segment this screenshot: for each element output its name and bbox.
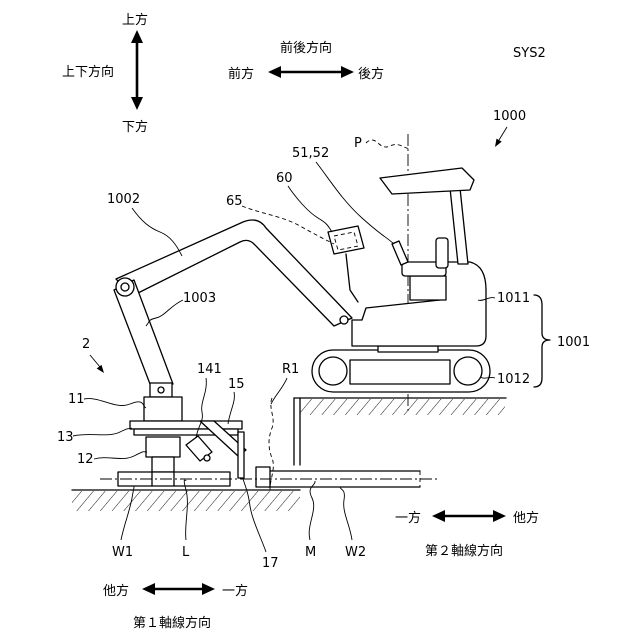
display-unit — [328, 226, 364, 254]
m-label: M — [305, 545, 316, 560]
ground-upper-hatch — [300, 399, 505, 415]
boom — [116, 220, 352, 326]
back-label: 後方 — [358, 66, 384, 82]
part-17-plate — [238, 432, 244, 478]
second-axis-one-side-label: 一方 — [395, 510, 421, 526]
part-11-box — [144, 397, 182, 421]
part-17-label: 17 — [262, 556, 279, 571]
arm-leader — [146, 300, 183, 326]
w1-label: W1 — [112, 545, 133, 560]
front-back-direction-label: 前後方向 — [280, 40, 332, 56]
part-12-lower — [152, 457, 174, 472]
second-axis-other-side-label: 他方 — [513, 510, 539, 526]
ground-upper-right — [294, 398, 506, 465]
canopy-roof — [380, 168, 474, 194]
display-stalk — [346, 254, 358, 302]
second-axis-arrow-right-head — [493, 510, 506, 522]
device-label: 2 — [82, 337, 90, 352]
track-label: 1012 — [497, 372, 530, 387]
vertical-direction-label: 上下方向 — [62, 64, 114, 80]
part-13-plate — [130, 421, 242, 429]
up-label: 上方 — [122, 12, 148, 28]
second-axis-arrow-left-head — [432, 510, 445, 522]
work-machine-label: 1000 — [493, 109, 526, 124]
operation-lever — [392, 241, 408, 265]
part-11-leader — [84, 399, 146, 408]
m-leader — [309, 481, 315, 540]
seat-base — [410, 276, 446, 300]
arm-label: 1003 — [183, 291, 216, 306]
part-141-nozzle — [204, 455, 210, 461]
second-axis-direction-indicator: 一方 他方 第２軸線方向 — [395, 510, 539, 559]
second-axis-direction-label: 第２軸線方向 — [425, 543, 503, 559]
down-label: 下方 — [122, 119, 148, 135]
crawler-track — [312, 350, 490, 392]
seat-backrest — [436, 238, 448, 268]
track-rear-sprocket — [454, 357, 482, 385]
first-axis-direction-label: 第１軸線方向 — [133, 615, 211, 631]
r1-label: R1 — [282, 362, 299, 377]
track-front-idler — [319, 357, 347, 385]
machine-body-label: 1001 — [557, 335, 590, 350]
work-machine-arrow-head — [495, 139, 502, 147]
part-15-leader — [228, 392, 234, 424]
part-12-box — [146, 437, 180, 457]
first-axis-one-side-label: 一方 — [222, 583, 248, 599]
work-machine-arrow-shaft — [499, 127, 507, 140]
excavator — [100, 168, 490, 490]
part-15-label: 15 — [228, 377, 245, 392]
arrow-down-head — [131, 97, 143, 110]
arm-knuckle-pin — [121, 283, 129, 291]
arrow-up-head — [131, 30, 143, 43]
pipe-coupling — [256, 467, 270, 487]
boom-leader — [132, 208, 182, 256]
part-12-leader — [94, 452, 147, 459]
boom-label: 1002 — [107, 192, 140, 207]
part-141-label: 141 — [197, 362, 222, 377]
attachment-bracket-pin — [158, 387, 164, 393]
display-leader — [288, 186, 332, 232]
device-arrow-head — [97, 365, 104, 373]
system-label: SYS2 — [513, 46, 546, 61]
first-axis-other-side-label: 他方 — [103, 583, 129, 599]
part-11-label: 11 — [68, 392, 85, 407]
first-axis-arrow-left-head — [142, 583, 155, 595]
ground-lower-hatch — [72, 491, 300, 511]
operation-levers-label: 51,52 — [292, 146, 329, 161]
first-axis-direction-indicator: 他方 一方 第１軸線方向 — [103, 583, 248, 631]
w2-leader — [340, 487, 352, 540]
attachment-device — [130, 383, 246, 478]
device-arrow-shaft — [90, 355, 100, 367]
machine-body-brace — [534, 295, 550, 387]
display-label: 60 — [276, 171, 293, 186]
r1-leader — [271, 378, 287, 404]
vertical-direction-indicator: 上方 上下方向 下方 — [62, 12, 148, 135]
link-65-label: 65 — [226, 194, 243, 209]
ground-lower-left — [72, 490, 300, 511]
l-label: L — [182, 545, 190, 560]
front-back-direction-indicator: 前後方向 前方 後方 — [228, 40, 384, 82]
p-label: P — [354, 136, 362, 151]
front-label: 前方 — [228, 66, 254, 82]
part-13-label: 13 — [57, 430, 74, 445]
w2-label: W2 — [345, 545, 366, 560]
canopy-pillar — [450, 188, 468, 264]
upper-body-label: 1011 — [497, 291, 530, 306]
part-13-leader — [73, 428, 132, 436]
boom-pivot — [340, 316, 348, 324]
arrow-left-head — [268, 66, 281, 78]
p-leader — [366, 140, 408, 148]
swing-bearing — [378, 346, 438, 352]
first-axis-arrow-right-head — [202, 583, 215, 595]
part-12-label: 12 — [77, 452, 94, 467]
arrow-right-head — [341, 66, 354, 78]
operator-seat — [402, 238, 448, 300]
track-frame — [350, 360, 450, 384]
